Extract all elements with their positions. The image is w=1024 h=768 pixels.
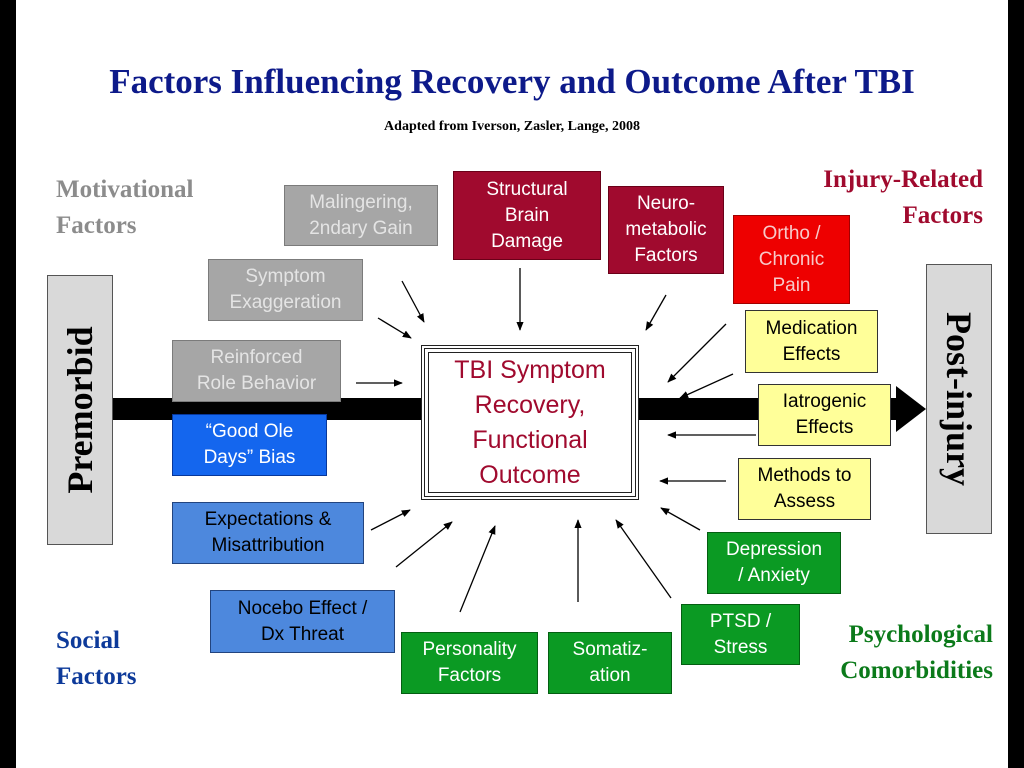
factor-symptom-exaggeration: Symptom Exaggeration (208, 259, 363, 321)
factor-somatization: Somatiz- ation (548, 632, 672, 694)
slide: Factors Influencing Recovery and Outcome… (16, 0, 1008, 768)
slide-title: Factors Influencing Recovery and Outcome… (109, 62, 915, 101)
center-outcome-box: TBI Symptom Recovery, Functional Outcome (421, 345, 639, 500)
factor-neurometabolic: Neuro- metabolic Factors (608, 186, 724, 274)
arrow-nocebo (395, 521, 453, 568)
arrow-symptom-exaggeration (377, 317, 412, 339)
factor-iatrogenic-effects: Iatrogenic Effects (758, 384, 891, 446)
center-outcome-label: TBI Symptom Recovery, Functional Outcome (454, 355, 606, 489)
factor-structural-brain-damage: Structural Brain Damage (453, 171, 601, 260)
factor-personality: Personality Factors (401, 632, 538, 694)
arrow-neurometabolic (645, 294, 667, 331)
category-social: Social Factors (56, 627, 137, 690)
arrow-ortho (667, 323, 727, 383)
factor-expectations: Expectations & Misattribution (172, 502, 364, 564)
arrow-personality (459, 525, 496, 613)
factor-reinforced-role: Reinforced Role Behavior (172, 340, 341, 402)
post-injury-label: Post-injury (939, 312, 979, 486)
factor-medication-effects: Medication Effects (745, 310, 878, 373)
factor-depression-anxiety: Depression / Anxiety (707, 532, 841, 594)
arrow-medication (679, 373, 734, 399)
factor-methods-to-assess: Methods to Assess (738, 458, 871, 520)
post-injury-bar: Post-injury (926, 264, 992, 534)
arrow-depression (660, 507, 701, 531)
factor-ortho-chronic-pain: Ortho / Chronic Pain (733, 215, 850, 304)
arrow-ptsd (615, 519, 672, 599)
arrow-malingering (401, 280, 425, 323)
slide-subtitle: Adapted from Iverson, Zasler, Lange, 200… (384, 119, 640, 134)
premorbid-label: Premorbid (60, 326, 100, 494)
category-injury-related: Injury-Related Factors (823, 166, 983, 229)
category-psychological: Psychological Comorbidities (840, 621, 993, 684)
factor-nocebo: Nocebo Effect / Dx Threat (210, 590, 395, 653)
factor-good-ole-days: “Good Ole Days” Bias (172, 414, 327, 476)
arrow-expectations (370, 509, 411, 531)
premorbid-bar: Premorbid (47, 275, 113, 545)
factor-malingering: Malingering, 2ndary Gain (284, 185, 438, 246)
category-motivational: Motivational Factors (56, 176, 194, 239)
factor-ptsd-stress: PTSD / Stress (681, 604, 800, 665)
